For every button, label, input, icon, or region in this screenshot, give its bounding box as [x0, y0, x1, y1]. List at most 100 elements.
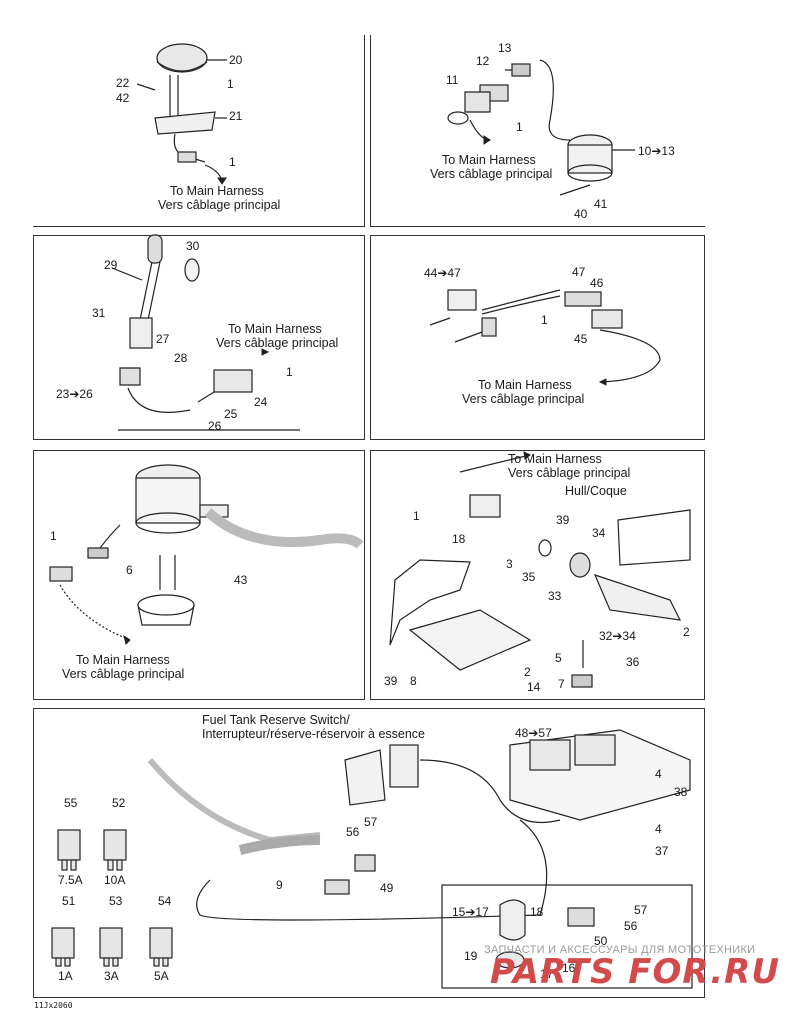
harness-caption-fr: Vers câblage principal [62, 667, 185, 681]
watermark-logo: PARTS FOR.RU [490, 952, 780, 992]
part-label: 27 [156, 332, 170, 346]
harness-caption-fr: Vers câblage principal [430, 167, 553, 181]
harness-caption-en: To Main Harness [228, 322, 322, 336]
fuel-switch-caption-en: Fuel Tank Reserve Switch/ [202, 713, 350, 727]
harness-caption-fr: Vers câblage principal [508, 466, 631, 480]
part-label: 1 [286, 365, 293, 379]
part-label: 20 [229, 53, 243, 67]
hull-caption: Hull/Coque [565, 484, 627, 498]
harness-caption-en: To Main Harness [442, 153, 536, 167]
part-label: 13 [498, 41, 512, 55]
part-label: 33 [548, 589, 562, 603]
part-label: 21 [229, 109, 243, 123]
panel-harness-connector [370, 235, 705, 440]
part-label: 1 [50, 529, 57, 543]
part-label: 28 [174, 351, 188, 365]
panel-throttle-lever [33, 235, 365, 440]
part-label: 1 [541, 313, 548, 327]
part-label: 1A [58, 969, 73, 983]
part-label: 40 [574, 207, 588, 221]
harness-caption-fr: Vers câblage principal [216, 336, 339, 350]
drawing-code: 11Jx2060 [34, 1001, 73, 1010]
part-label: 18 [530, 905, 544, 919]
part-label: 7 [558, 677, 565, 691]
part-label: 17 [540, 967, 554, 981]
part-label: 49 [380, 881, 394, 895]
part-label: 10➔13 [638, 144, 675, 158]
part-label: 46 [590, 276, 604, 290]
panel-fuel-gauge [370, 35, 705, 227]
part-label: 57 [364, 815, 378, 829]
part-label: 2 [524, 665, 531, 679]
part-label: 1 [227, 77, 234, 91]
part-label: 54 [158, 894, 172, 908]
harness-caption-en: To Main Harness [76, 653, 170, 667]
part-label: 43 [234, 573, 248, 587]
part-label: 39 [556, 513, 570, 527]
part-label: 6 [126, 563, 133, 577]
part-label: 1 [229, 155, 236, 169]
part-label: 25 [224, 407, 238, 421]
part-label: 45 [574, 332, 588, 346]
part-label: 39 [384, 674, 398, 688]
part-label: 24 [254, 395, 268, 409]
part-label: 1 [516, 120, 523, 134]
panel-trim-sensor [370, 450, 705, 700]
part-label: 48➔57 [515, 726, 552, 740]
part-label: 3A [104, 969, 119, 983]
part-label: 31 [92, 306, 106, 320]
part-label: 4 [655, 822, 662, 836]
panel-taillight [33, 35, 365, 227]
part-label: 1 [413, 509, 420, 523]
part-label: 37 [655, 844, 669, 858]
part-label: 32➔34 [599, 629, 636, 643]
part-label: 51 [62, 894, 76, 908]
harness-caption-en: To Main Harness [508, 452, 602, 466]
harness-caption-en: To Main Harness [478, 378, 572, 392]
part-label: 50 [594, 934, 608, 948]
part-label: 5 [555, 651, 562, 665]
part-label: 52 [112, 796, 126, 810]
part-label: 22 [116, 76, 130, 90]
part-label: 56 [346, 825, 360, 839]
part-label: 2 [683, 625, 690, 639]
part-label: 10A [104, 873, 126, 887]
part-label: 4 [655, 767, 662, 781]
part-label: 5A [154, 969, 169, 983]
part-label: 8 [410, 674, 417, 688]
part-label: 36 [626, 655, 640, 669]
panel-fuse-box [33, 708, 705, 998]
harness-caption-fr: Vers câblage principal [462, 392, 585, 406]
harness-caption-en: To Main Harness [170, 184, 264, 198]
part-label: 57 [634, 903, 648, 917]
part-label: 41 [594, 197, 608, 211]
part-label: 42 [116, 91, 130, 105]
part-label: 47 [572, 265, 586, 279]
part-label: 7.5A [58, 873, 83, 887]
part-label: 44➔47 [424, 266, 461, 280]
part-label: 38 [674, 785, 688, 799]
part-label: 34 [592, 526, 606, 540]
part-label: 56 [624, 919, 638, 933]
part-label: 30 [186, 239, 200, 253]
part-label: 55 [64, 796, 78, 810]
watermark-subtitle: ЗАПЧАСТИ И АКСЕССУАРЫ ДЛЯ МОТОТЕХНИКИ [484, 944, 756, 956]
part-label: 23➔26 [56, 387, 93, 401]
part-label: 15➔17 [452, 905, 489, 919]
part-label: 14 [527, 680, 541, 694]
panel-bilge-pump [33, 450, 365, 700]
harness-caption-fr: Vers câblage principal [158, 198, 281, 212]
part-label: 16 [562, 961, 576, 975]
part-label: 53 [109, 894, 123, 908]
part-label: 11 [446, 73, 459, 87]
fuel-switch-caption-fr: Interrupteur/réserve-réservoir à essence [202, 727, 426, 741]
part-label: 12 [476, 54, 490, 68]
part-label: 35 [522, 570, 536, 584]
part-label: 18 [452, 532, 466, 546]
part-label: 29 [104, 258, 118, 272]
part-label: 26 [208, 419, 222, 433]
part-label: 9 [276, 878, 283, 892]
part-label: 3 [506, 557, 513, 571]
part-label: 19 [464, 949, 478, 963]
